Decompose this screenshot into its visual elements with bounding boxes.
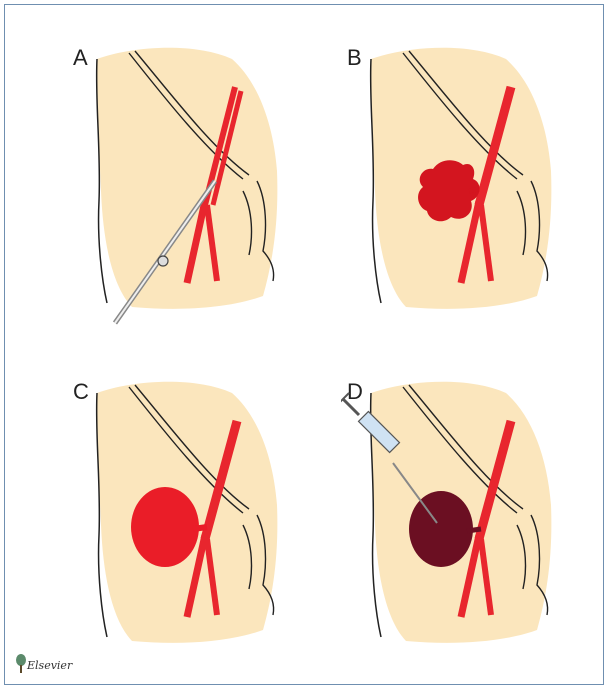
panel-a: A — [67, 41, 337, 341]
panel-d: D — [341, 375, 610, 675]
panel-b-illustration — [341, 41, 610, 341]
pseudoaneurysm-neck — [193, 527, 207, 529]
elsevier-tree-icon — [15, 653, 27, 675]
elsevier-logo: Elsevier — [27, 659, 72, 672]
panel-b: B — [341, 41, 610, 341]
panel-d-illustration — [341, 375, 610, 675]
thrombosed-neck — [467, 529, 481, 531]
panel-c-illustration — [67, 375, 337, 675]
pseudoaneurysm — [131, 487, 199, 567]
figure-frame: A B — [4, 4, 604, 685]
syringe-plunger — [343, 399, 359, 415]
thrombosed-pseudoaneurysm — [409, 491, 473, 567]
hematoma-neck — [469, 189, 479, 191]
panel-c: C — [67, 375, 337, 675]
needle-hub — [158, 256, 168, 266]
panel-a-illustration — [67, 41, 337, 341]
